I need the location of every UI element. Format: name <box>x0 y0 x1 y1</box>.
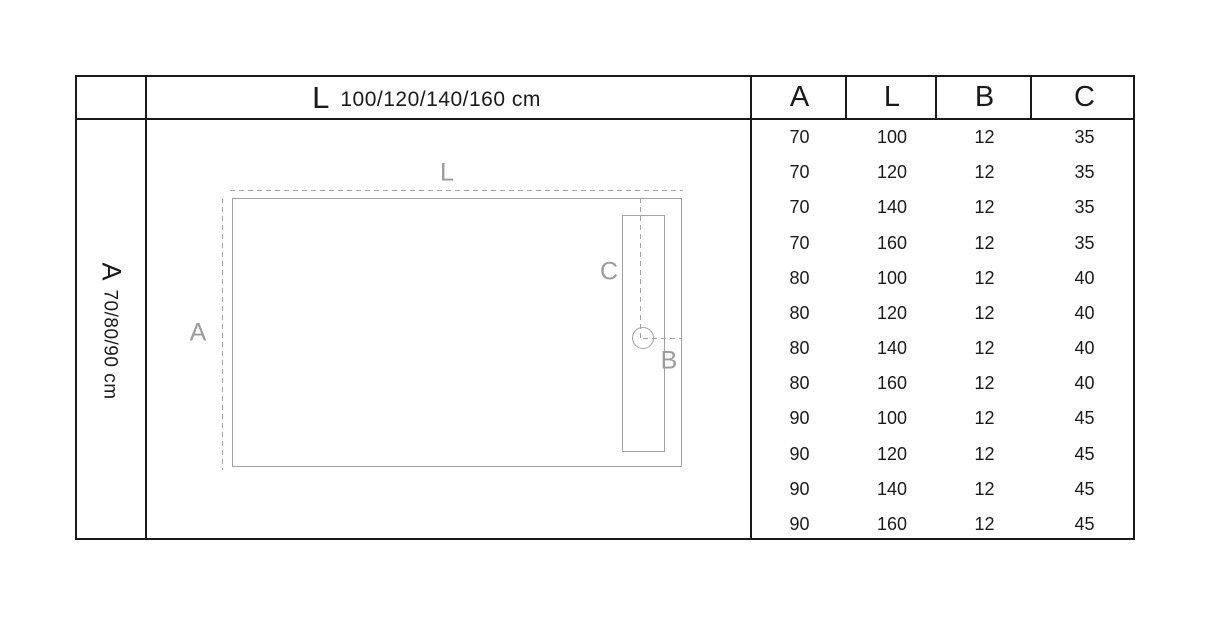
divider-col-l-b <box>935 77 937 120</box>
table-cell: 12 <box>974 513 995 534</box>
table-cell: 12 <box>974 197 995 218</box>
table-cell: 12 <box>974 162 995 183</box>
table-cell: 35 <box>1074 232 1095 253</box>
table-cell: 100 <box>876 127 908 148</box>
length-header-values: 100/120/140/160 cm <box>340 87 541 111</box>
table-cell: 80 <box>789 267 810 288</box>
table-column-headers: A L B C <box>752 77 1137 118</box>
table-cell: 12 <box>974 408 995 429</box>
width-header-letter: A <box>96 262 127 281</box>
table-cell: 160 <box>876 232 908 253</box>
table-cell: 35 <box>1074 162 1095 183</box>
width-dimension-line <box>222 198 223 470</box>
table-cell: 12 <box>974 127 995 148</box>
table-cell: 160 <box>876 513 908 534</box>
width-header: A 70/80/90 cm <box>77 120 145 542</box>
divider-header-row <box>77 118 1133 120</box>
table-cell: 140 <box>876 197 908 218</box>
table-cell: 35 <box>1074 127 1095 148</box>
column-header-b: B <box>974 81 995 113</box>
table-cell: 100 <box>876 267 908 288</box>
width-header-values: 70/80/90 cm <box>100 289 121 400</box>
length-dimension-line <box>230 190 683 191</box>
table-cell: 12 <box>974 267 995 288</box>
divider-diagram-table <box>750 77 752 538</box>
table-cell: 90 <box>789 408 810 429</box>
table-row: 80 120 12 40 <box>752 296 1137 331</box>
length-label: L <box>440 158 454 187</box>
table-row: 90 120 12 45 <box>752 437 1137 472</box>
table-cell: 100 <box>876 408 908 429</box>
table-cell: 70 <box>789 127 810 148</box>
table-cell: 120 <box>876 162 908 183</box>
table-cell: 12 <box>974 478 995 499</box>
table-row: 90 100 12 45 <box>752 401 1137 436</box>
table-cell: 45 <box>1074 443 1095 464</box>
spec-table-body: 70 100 12 35 70 120 12 35 70 140 12 35 70 160 12 35 80 10… <box>752 120 1137 542</box>
table-cell: 12 <box>974 302 995 323</box>
length-header: L 100/120/140/160 cm <box>147 77 750 118</box>
table-row: 90 160 12 45 <box>752 507 1137 542</box>
column-header-c: C <box>1074 81 1095 113</box>
table-cell: 12 <box>974 232 995 253</box>
table-row: 70 160 12 35 <box>752 226 1137 261</box>
table-cell: 12 <box>974 373 995 394</box>
divider-col-b-c <box>1030 77 1032 120</box>
c-dimension-line <box>640 198 641 339</box>
table-cell: 45 <box>1074 513 1095 534</box>
table-row: 70 100 12 35 <box>752 120 1137 155</box>
table-cell: 80 <box>789 338 810 359</box>
width-header-text: A 70/80/90 cm <box>96 262 127 400</box>
table-cell: 80 <box>789 302 810 323</box>
table-cell: 90 <box>789 513 810 534</box>
table-row: 80 100 12 40 <box>752 261 1137 296</box>
table-cell: 12 <box>974 338 995 359</box>
table-cell: 70 <box>789 197 810 218</box>
length-header-letter: L <box>312 80 330 115</box>
drain-circle <box>632 327 654 349</box>
table-cell: 80 <box>789 373 810 394</box>
table-cell: 45 <box>1074 408 1095 429</box>
column-header-a: A <box>789 81 810 113</box>
table-cell: 40 <box>1074 373 1095 394</box>
column-header-l: L <box>883 81 901 113</box>
b-label: B <box>660 346 678 375</box>
table-cell: 160 <box>876 373 908 394</box>
divider-col-a-l <box>845 77 847 120</box>
table-cell: 35 <box>1074 197 1095 218</box>
table-cell: 40 <box>1074 267 1095 288</box>
drain-channel-outline <box>622 215 665 452</box>
table-cell: 70 <box>789 232 810 253</box>
c-label: C <box>599 257 619 286</box>
table-cell: 120 <box>876 302 908 323</box>
tray-diagram: L A C B <box>147 120 752 542</box>
table-cell: 140 <box>876 478 908 499</box>
tray-outline <box>232 198 682 467</box>
table-cell: 90 <box>789 443 810 464</box>
spec-frame: L 100/120/140/160 cm A L B C A 70/80/90 … <box>75 75 1135 540</box>
divider-side-column <box>145 77 147 538</box>
table-cell: 90 <box>789 478 810 499</box>
table-row: 70 120 12 35 <box>752 155 1137 190</box>
table-cell: 70 <box>789 162 810 183</box>
table-row: 80 160 12 40 <box>752 366 1137 401</box>
b-dimension-line <box>643 338 682 339</box>
table-cell: 12 <box>974 443 995 464</box>
table-row: 80 140 12 40 <box>752 331 1137 366</box>
table-row: 90 140 12 45 <box>752 472 1137 507</box>
width-label: A <box>189 318 207 347</box>
table-cell: 45 <box>1074 478 1095 499</box>
table-cell: 40 <box>1074 302 1095 323</box>
table-row: 70 140 12 35 <box>752 190 1137 225</box>
table-cell: 40 <box>1074 338 1095 359</box>
table-cell: 120 <box>876 443 908 464</box>
table-cell: 140 <box>876 338 908 359</box>
